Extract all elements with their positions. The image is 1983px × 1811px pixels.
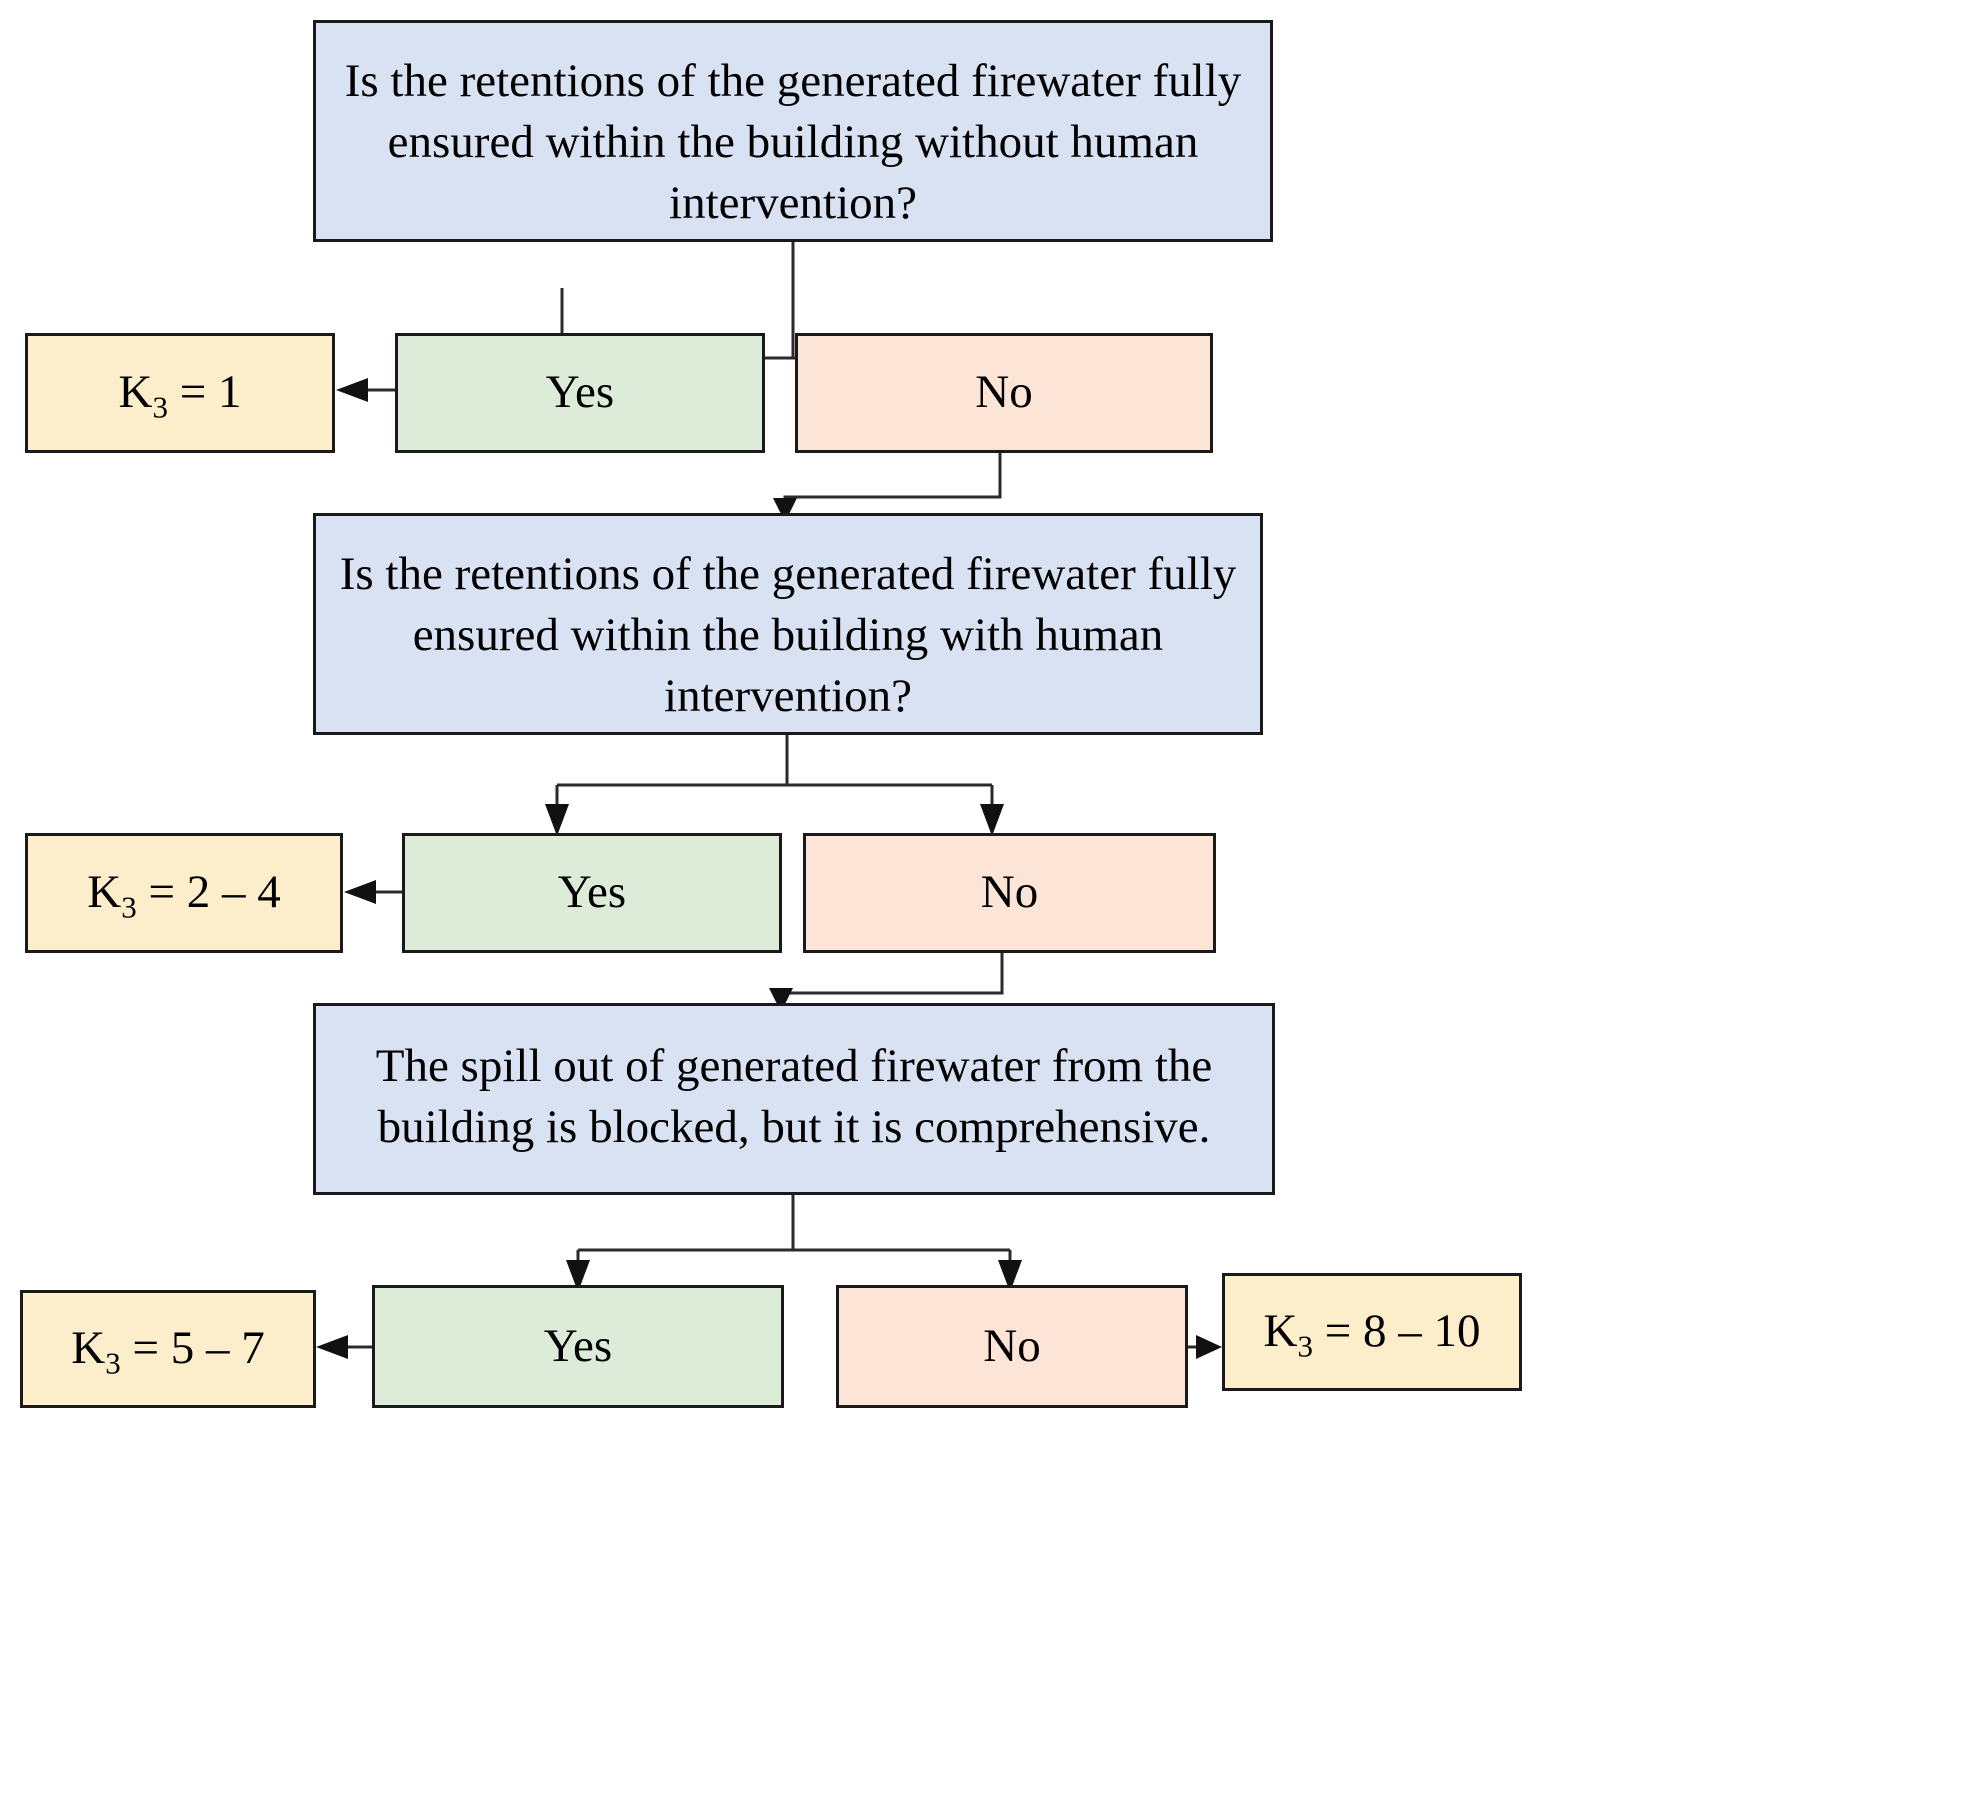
edge-no1-to-q2 xyxy=(783,452,1002,512)
yes-box-3: Yes xyxy=(372,1285,784,1408)
result-3-subscript: 3 xyxy=(105,1345,121,1381)
question-box-3: The spill out of generated firewater fro… xyxy=(313,1003,1275,1195)
result-box-k3-2-4: K3 = 2 – 4 xyxy=(25,833,343,953)
arrow-yes1-to-k1 xyxy=(336,378,368,402)
arrow-split-to-yes2 xyxy=(545,804,569,836)
result-3-value: = 5 – 7 xyxy=(120,1322,265,1375)
result-1-subscript: 3 xyxy=(152,389,168,425)
result-2-value: = 2 – 4 xyxy=(136,866,281,919)
question-2-text: Is the retentions of the generated firew… xyxy=(339,548,1237,723)
result-1-prefix: K xyxy=(118,366,153,419)
question-3-text: The spill out of generated firewater fro… xyxy=(375,1040,1213,1154)
result-2-label: K3 = 2 – 4 xyxy=(87,862,280,923)
arrow-split-to-no2 xyxy=(980,804,1004,836)
no-box-3: No xyxy=(836,1285,1188,1408)
result-4-prefix: K xyxy=(1263,1305,1298,1358)
result-3-label: K3 = 5 – 7 xyxy=(71,1318,264,1379)
result-box-k3-8-10: K3 = 8 – 10 xyxy=(1222,1273,1522,1391)
no-3-label: No xyxy=(983,1319,1041,1372)
result-1-value: = 1 xyxy=(167,366,242,419)
question-box-1: Is the retentions of the generated firew… xyxy=(313,20,1273,242)
result-4-value: = 8 – 10 xyxy=(1312,1305,1481,1358)
result-4-label: K3 = 8 – 10 xyxy=(1264,1301,1481,1362)
yes-box-1: Yes xyxy=(395,333,765,453)
arrow-yes2-to-k2 xyxy=(344,880,376,904)
result-2-prefix: K xyxy=(87,866,122,919)
result-2-subscript: 3 xyxy=(121,889,137,925)
no-box-1: No xyxy=(795,333,1213,453)
result-4-subscript: 3 xyxy=(1297,1328,1313,1364)
question-box-2: Is the retentions of the generated firew… xyxy=(313,513,1263,735)
no-1-label: No xyxy=(975,366,1033,419)
yes-3-label: Yes xyxy=(543,1319,613,1372)
yes-2-label: Yes xyxy=(557,866,627,919)
result-1-label: K3 = 1 xyxy=(119,362,242,423)
edge-no2-to-q3 xyxy=(779,952,1004,1000)
result-box-k3-5-7: K3 = 5 – 7 xyxy=(20,1290,316,1408)
result-3-prefix: K xyxy=(71,1322,106,1375)
question-1-text: Is the retentions of the generated firew… xyxy=(344,55,1242,230)
no-box-2: No xyxy=(803,833,1216,953)
arrow-yes3-to-k3 xyxy=(316,1335,348,1359)
arrow-no3-to-k4 xyxy=(1196,1335,1222,1359)
yes-1-label: Yes xyxy=(545,366,615,419)
result-box-k3-1: K3 = 1 xyxy=(25,333,335,453)
yes-box-2: Yes xyxy=(402,833,782,953)
no-2-label: No xyxy=(980,866,1039,919)
